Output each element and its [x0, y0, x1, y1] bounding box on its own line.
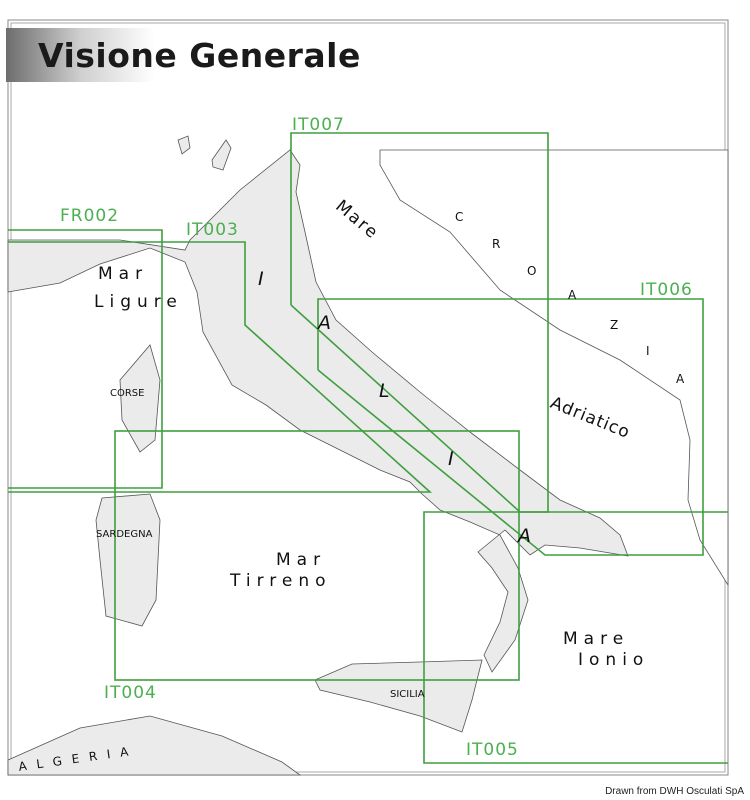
chart-label-fr002[interactable]: FR002: [60, 206, 120, 226]
sea-label-mar-ligure-2: Ligure: [94, 292, 183, 312]
chart-label-it005[interactable]: IT005: [466, 740, 519, 760]
algeria-land: [7, 715, 302, 776]
chart-label-it006[interactable]: IT006: [640, 280, 693, 300]
place-sardegna: SARDEGNA: [96, 529, 153, 540]
map-title: Visione Generale: [38, 36, 361, 75]
title-banner: [6, 28, 378, 82]
italia-letter: I: [448, 448, 454, 470]
chart-boundary-it003: [8, 241, 433, 493]
chart-boundary-it007: [290, 132, 549, 513]
sea-label-mar-ligure-1: Mar: [98, 264, 149, 284]
place-corse: CORSE: [110, 388, 145, 399]
chart-label-it004[interactable]: IT004: [104, 683, 157, 703]
italy-land: [7, 149, 629, 673]
italia-letter: A: [318, 312, 331, 334]
italia-letter: A: [518, 525, 531, 547]
croazia-letter: Z: [610, 318, 619, 332]
sea-label-mar-tirreno-2: Tirreno: [230, 571, 332, 591]
chart-boundary-fr002: [8, 229, 163, 489]
place-sicilia: SICILIA: [390, 689, 425, 700]
sicily-land: [314, 659, 483, 733]
croazia-letter: A: [676, 372, 685, 386]
croazia-letter: R: [492, 237, 501, 251]
croazia-letter: C: [455, 210, 464, 224]
chart-boundary-it004: [114, 430, 520, 681]
map-credit: Drawn from DWH Osculati SpA: [605, 786, 744, 797]
sea-label-mare-ionio-2: Ionio: [578, 650, 650, 670]
croazia-letter: O: [527, 264, 537, 278]
chart-boundary-it005: [423, 511, 728, 764]
chart-boundary-it006: [317, 298, 704, 556]
islands: [177, 135, 232, 171]
italia-letter: L: [379, 380, 390, 402]
chart-label-it007[interactable]: IT007: [292, 115, 345, 135]
balkans-land: [379, 149, 729, 587]
corsica-land: [119, 344, 161, 453]
italia-letter: I: [258, 268, 264, 290]
sardinia-land: [95, 493, 161, 627]
sea-label-mare-ionio-1: Mare: [563, 629, 630, 649]
chart-label-it003[interactable]: IT003: [186, 220, 239, 240]
croazia-letter: I: [646, 344, 650, 358]
croazia-letter: A: [568, 288, 577, 302]
sea-label-mar-tirreno-1: Mar: [276, 550, 327, 570]
